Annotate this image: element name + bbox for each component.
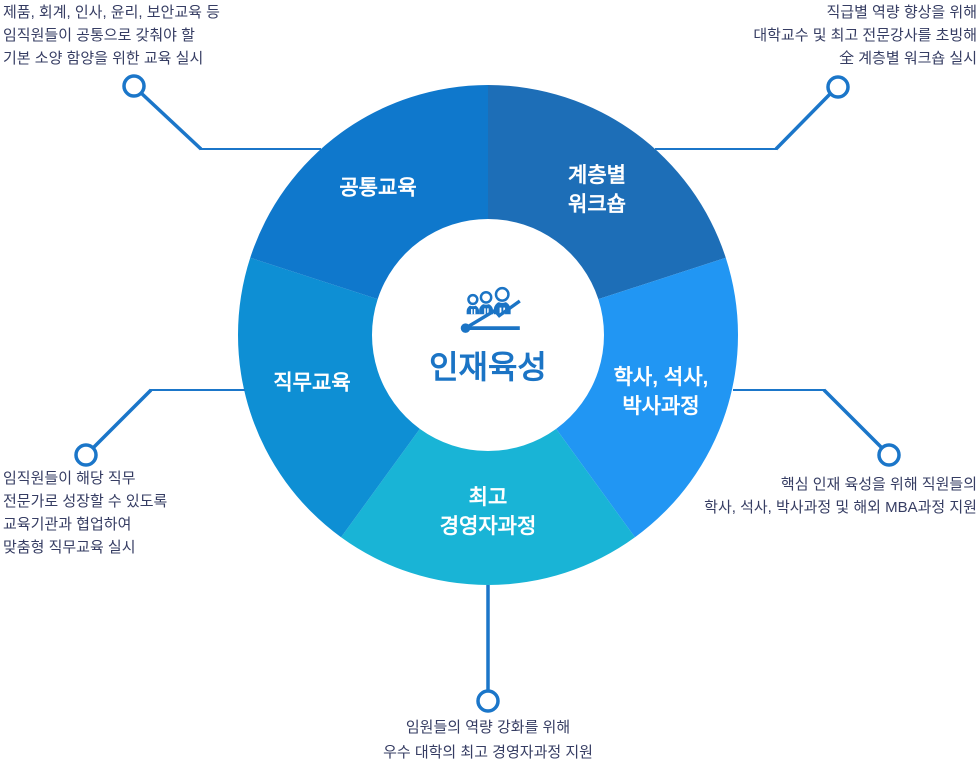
callout-text-common-education: 제품, 회계, 인사, 윤리, 보안교육 등 임직원들이 공통으로 갖춰야 할 … [3, 1, 220, 70]
segment-label-line: 박사과정 [622, 395, 700, 418]
callout-line: 맞춤형 직무교육 실시 [3, 539, 136, 556]
segment-label-line: 최고 [468, 486, 508, 509]
people-growth-icon [460, 286, 521, 333]
callout-line: 교육기관과 협업하여 [3, 516, 132, 533]
segment-label-common-education: 공통교육 [339, 174, 416, 203]
callout-line: 임직원들이 공통으로 갖춰야 할 [3, 27, 195, 44]
connector-node-degree-programs [877, 443, 901, 467]
connector-node-common-education [122, 74, 146, 98]
connector-line-job-training-diagonal [91, 388, 153, 450]
segment-label-line: 직무교육 [273, 371, 351, 395]
callout-line: 대학교수 및 최고 전문강사를 초빙해 [753, 27, 977, 44]
segment-label-line: 경영자과정 [439, 515, 537, 538]
donut-segment-executive-program [341, 428, 635, 585]
callout-text-degree-programs: 핵심 인재 육성을 위해 직원들의 학사, 석사, 박사과정 및 해외 MBA과… [704, 473, 977, 519]
callout-line: 제품, 회계, 인사, 윤리, 보안교육 등 [3, 4, 220, 21]
callout-text-job-training: 임직원들이 해당 직무 전문가로 성장할 수 있도록 교육기관과 협업하여 맞춤… [3, 467, 167, 559]
callout-line: 핵심 인재 육성을 위해 직원들의 [780, 476, 977, 493]
center-title: 인재육성 [429, 349, 547, 385]
segment-label-line: 공통교육 [339, 176, 417, 200]
segment-label-job-training: 직무교육 [273, 369, 350, 398]
segment-label-tiered-workshop: 계층별 워크숍 [568, 161, 626, 219]
donut-chart [238, 85, 738, 585]
segment-label-line: 학사, 석사, [613, 366, 709, 389]
segment-label-line: 계층별 [568, 164, 626, 187]
callout-line: 임직원들이 해당 직무 [3, 470, 136, 487]
connector-node-executive-program [476, 689, 500, 713]
callout-connectors [74, 74, 901, 713]
donut-segment-job-training [238, 257, 420, 538]
callout-line: 임원들의 역량 강화를 위해 [405, 719, 571, 736]
segment-label-line: 워크숍 [568, 193, 626, 216]
callout-line: 직급별 역량 향상을 위해 [826, 4, 977, 21]
segment-label-degree-programs: 학사, 석사, 박사과정 [614, 363, 709, 421]
connector-node-job-training [74, 443, 98, 467]
segment-label-executive-program: 최고 경영자과정 [440, 483, 537, 541]
callout-line: 全 계층별 워크숍 실시 [839, 50, 977, 67]
connector-line-common-education-diagonal [138, 90, 203, 151]
connector-line-degree-programs-diagonal [822, 388, 884, 450]
donut-segment-tiered-workshop [488, 85, 726, 300]
callout-line: 우수 대학의 최고 경영자과정 지원 [383, 744, 593, 761]
callout-text-executive-program: 임원들의 역량 강화를 위해 우수 대학의 최고 경영자과정 지원 [383, 715, 593, 765]
callout-text-tiered-workshop: 직급별 역량 향상을 위해 대학교수 및 최고 전문강사를 초빙해 全 계층별 … [753, 1, 977, 70]
connector-node-tiered-workshop [826, 75, 850, 99]
donut-segment-degree-programs [556, 257, 738, 538]
connector-line-tiered-workshop-diagonal [774, 91, 833, 151]
donut-segment-common-education [250, 85, 488, 300]
callout-line: 기본 소양 함양을 위한 교육 실시 [3, 50, 204, 67]
callout-line: 학사, 석사, 박사과정 및 해외 MBA과정 지원 [704, 499, 977, 516]
callout-line: 전문가로 성장할 수 있도록 [3, 493, 168, 510]
